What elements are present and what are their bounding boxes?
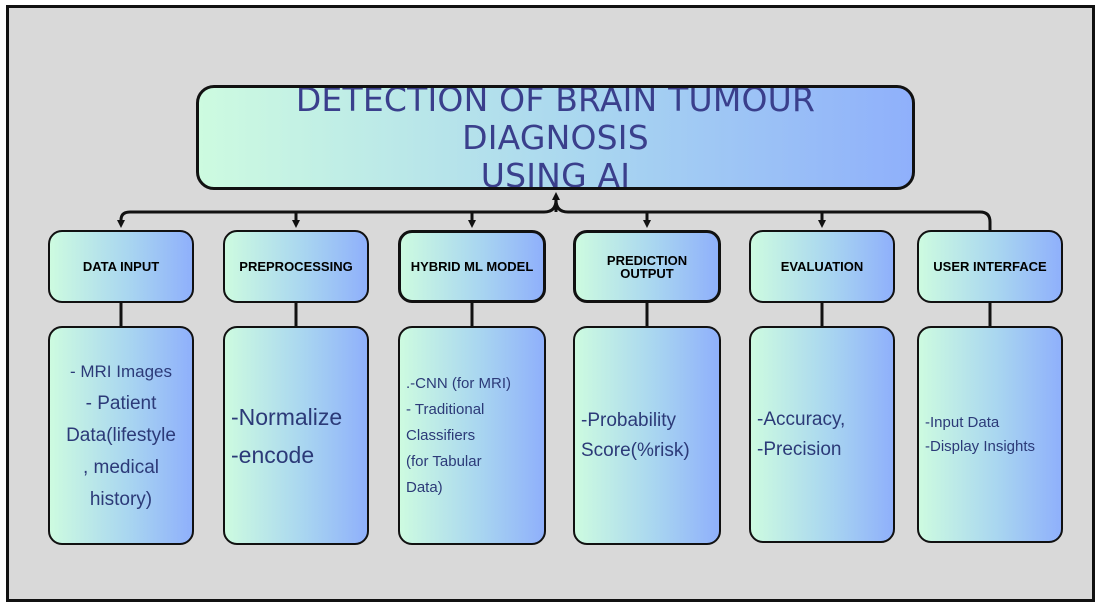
body-hybrid-model-line-2: - Traditional bbox=[406, 400, 485, 418]
heading-user-interface: USER INTERFACE bbox=[933, 259, 1047, 274]
body-box-evaluation: -Accuracy, -Precision bbox=[749, 326, 895, 543]
body-data-input-line-4: , medical bbox=[82, 456, 159, 478]
heading-preprocessing: PREPROCESSING bbox=[239, 259, 353, 274]
body-data-input-line-5: history) bbox=[89, 488, 153, 510]
heading-data-input: DATA INPUT bbox=[82, 259, 160, 274]
heading-box-preprocessing: PREPROCESSING bbox=[223, 230, 369, 303]
title-line-1: DETECTION OF BRAIN TUMOUR DIAGNOSIS bbox=[295, 85, 816, 157]
diagram-title: DETECTION OF BRAIN TUMOUR DIAGNOSIS USIN… bbox=[199, 85, 912, 190]
body-data-input-line-3: Data(lifestyle bbox=[66, 424, 176, 446]
body-preprocessing: -Normalize -encode bbox=[231, 398, 342, 474]
title-box: DETECTION OF BRAIN TUMOUR DIAGNOSIS USIN… bbox=[196, 85, 915, 190]
body-user-interface-line-2: -Display Insights bbox=[925, 437, 1036, 455]
heading-prediction-output-line-1: PREDICTION bbox=[606, 252, 688, 268]
body-evaluation-line-2: -Precision bbox=[757, 438, 842, 460]
body-hybrid-model-line-4: (for Tabular bbox=[406, 452, 482, 470]
body-box-hybrid-model: .-CNN (for MRI) - Traditional Classifier… bbox=[398, 326, 546, 545]
body-box-user-interface: -Input Data -Display Insights bbox=[917, 326, 1063, 543]
heading-box-hybrid-model: HYBRID ML MODEL bbox=[398, 230, 546, 303]
line-to-user-interface bbox=[554, 199, 992, 232]
heading-evaluation: EVALUATION bbox=[780, 259, 864, 274]
body-data-input-line-1: - MRI Images bbox=[69, 361, 172, 381]
body-hybrid-model-line-5: Data) bbox=[406, 478, 443, 496]
body-data-input: - MRI Images - Patient Data(lifestyle , … bbox=[66, 356, 176, 516]
body-box-data-input: - MRI Images - Patient Data(lifestyle , … bbox=[48, 326, 194, 545]
heading-prediction-output: PREDICTION OUTPUT bbox=[607, 254, 687, 280]
heading-box-user-interface: USER INTERFACE bbox=[917, 230, 1063, 303]
body-preprocessing-line-1: -Normalize bbox=[231, 403, 343, 430]
body-data-input-line-2: - Patient bbox=[85, 392, 157, 414]
body-hybrid-model-line-1: .-CNN (for MRI) bbox=[406, 374, 511, 392]
body-prediction-output-line-2: Score(%risk) bbox=[581, 439, 690, 461]
body-evaluation-line-1: -Accuracy, bbox=[757, 408, 846, 430]
body-preprocessing-line-2: -encode bbox=[231, 441, 315, 468]
body-user-interface: -Input Data -Display Insights bbox=[925, 411, 1035, 459]
title-line-2: USING AI bbox=[480, 155, 631, 190]
arrow-to-data-input bbox=[117, 199, 558, 228]
heading-box-evaluation: EVALUATION bbox=[749, 230, 895, 303]
heading-box-data-input: DATA INPUT bbox=[48, 230, 194, 303]
body-hybrid-model-line-3: Classifiers bbox=[406, 426, 476, 444]
body-box-prediction-output: -Probability Score(%risk) bbox=[573, 326, 721, 545]
heading-prediction-output-line-2: OUTPUT bbox=[620, 265, 674, 281]
heading-box-prediction-output: PREDICTION OUTPUT bbox=[573, 230, 721, 303]
body-prediction-output: -Probability Score(%risk) bbox=[581, 406, 690, 466]
body-hybrid-model: .-CNN (for MRI) - Traditional Classifier… bbox=[406, 371, 511, 501]
body-box-preprocessing: -Normalize -encode bbox=[223, 326, 369, 545]
body-prediction-output-line-1: -Probability bbox=[581, 409, 677, 431]
body-evaluation: -Accuracy, -Precision bbox=[757, 405, 845, 465]
body-user-interface-line-1: -Input Data bbox=[925, 413, 1000, 431]
heading-hybrid-model: HYBRID ML MODEL bbox=[410, 259, 534, 274]
